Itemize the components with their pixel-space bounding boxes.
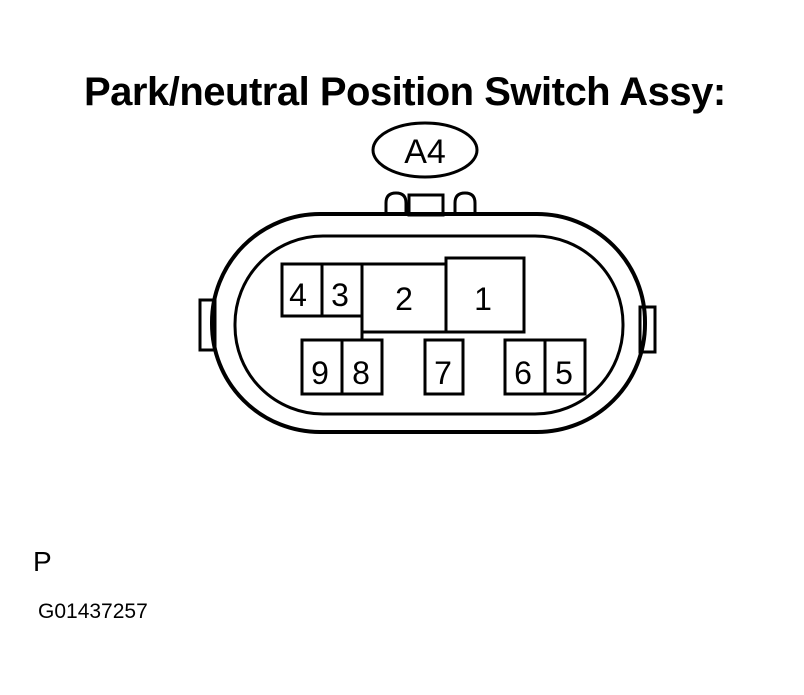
terminal-7: 7 <box>423 338 465 396</box>
terminal-4-label: 4 <box>289 277 307 313</box>
terminal-3-label: 3 <box>331 277 349 313</box>
terminal-7-label: 7 <box>434 355 452 391</box>
terminal-1: 1 <box>444 256 526 334</box>
terminal-3: 3 <box>320 262 364 318</box>
terminal-6-label: 6 <box>514 355 532 391</box>
terminal-5-label: 5 <box>555 355 573 391</box>
terminal-8: 8 <box>340 338 384 396</box>
terminal-1-label: 1 <box>474 281 492 317</box>
terminal-6: 6 <box>503 338 547 396</box>
left-latch <box>198 298 217 352</box>
terminal-8-label: 8 <box>352 355 370 391</box>
right-latch <box>638 305 657 354</box>
connector-title: Park/neutral Position Switch Assy: <box>84 70 726 114</box>
terminal-2: 2 <box>360 262 448 334</box>
housing-inner <box>233 234 625 416</box>
view-letter: P <box>33 546 52 577</box>
terminal-2-label: 2 <box>395 281 413 317</box>
connector-code-label: A4 <box>404 133 446 171</box>
housing-outer <box>210 212 647 434</box>
terminal-5: 5 <box>543 338 587 396</box>
terminal-4: 4 <box>280 262 324 318</box>
terminal-9: 9 <box>300 338 344 396</box>
connector-code-badge: A4 <box>371 121 479 179</box>
locking-tab <box>384 191 477 217</box>
figure-id: G01437257 <box>38 600 148 623</box>
terminal-9-label: 9 <box>311 355 329 391</box>
connector-code-ellipse <box>371 121 479 179</box>
